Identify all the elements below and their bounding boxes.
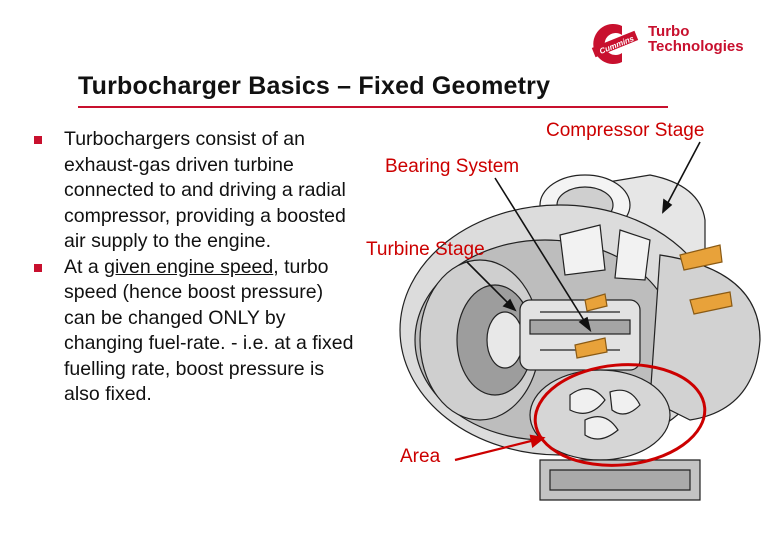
bullet-text: Turbochargers consist of an exhaust-gas … [64, 128, 346, 252]
bullet-item-1: Turbochargers consist of an exhaust-gas … [34, 127, 354, 255]
logo-line-2: Technologies [648, 38, 744, 55]
bullet-list: Turbochargers consist of an exhaust-gas … [34, 127, 354, 408]
logo-line-1: Turbo [648, 23, 690, 40]
turbocharger-diagram [399, 174, 761, 501]
bullet-prefix: At a [64, 255, 105, 278]
cummins-logo: Cummins [591, 23, 639, 65]
bullet-suffix: , turbo speed (hence boost pressure) can… [64, 255, 354, 406]
area-pointer-arrow [454, 436, 544, 462]
page-title: Turbocharger Basics – Fixed Geometry [78, 72, 551, 100]
bullet-item-2: At a given engine speed, turbo speed (he… [34, 255, 354, 408]
label-compressor-stage: Compressor Stage [546, 120, 705, 141]
area-highlight-ellipse [533, 363, 707, 467]
bearing-pointer-arrow [494, 177, 591, 331]
bullet-square-icon [34, 263, 42, 272]
compressor-pointer-arrow [662, 141, 701, 213]
bullet-underlined-phrase: given engine speed [104, 255, 274, 278]
bullet-square-icon [34, 136, 42, 144]
label-area: Area [400, 446, 441, 467]
label-turbine-stage: Turbine Stage [366, 239, 485, 260]
title-divider [78, 106, 668, 108]
logo-wordmark: Turbo Technologies [648, 24, 744, 54]
label-bearing-system: Bearing System [385, 156, 520, 177]
cummins-c-logo-icon [591, 23, 639, 65]
